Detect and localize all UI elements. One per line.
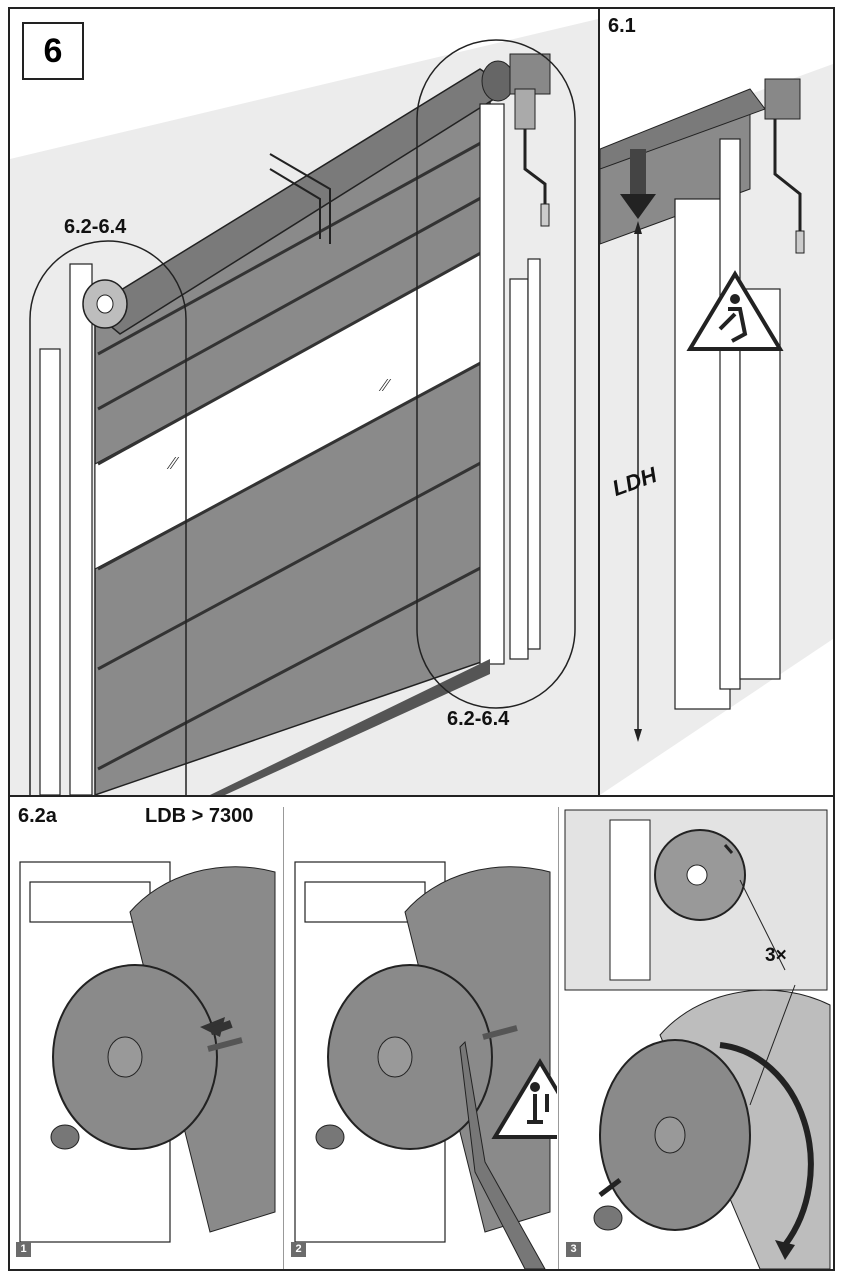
left-side-frame (39, 263, 93, 795)
push-arrow-icon (620, 149, 656, 219)
substep-2: 2 (285, 832, 557, 1269)
panel-main-door: ⁄⁄ ⁄⁄ 6 6.2-6.4 6.2-6.4 (10, 9, 598, 795)
warning-falling-object-icon (686, 270, 784, 351)
callout-right-outline (416, 39, 576, 709)
lifting-bracket (269, 153, 331, 244)
substep-divider-1 (283, 807, 284, 1269)
rotate-arrow-icon (719, 1042, 814, 1247)
panel-6-1-illustration (600, 64, 833, 795)
strap (459, 1040, 546, 1269)
panel-6-1: 6.1 LDH (600, 9, 833, 795)
horizontal-divider (8, 795, 835, 797)
warning-person-lifted-icon (491, 1058, 557, 1139)
drum-hub (377, 1036, 413, 1078)
side-frame (674, 138, 781, 710)
drive-motor (509, 53, 551, 227)
substep-number: 1 (16, 1242, 31, 1257)
substep-3-illustration (564, 809, 831, 1269)
push-arrow-icon (598, 1178, 622, 1197)
vertical-divider-top (598, 7, 600, 797)
callout-left-label: 6.2-6.4 (64, 216, 127, 238)
panel-6-2a: 6.2a LDB > 7300 1 (10, 797, 833, 1269)
drum-hub (107, 1036, 143, 1078)
callout-left-outline (29, 240, 187, 795)
substep-number: 2 (291, 1242, 306, 1257)
substep-3: 3× 3 (560, 805, 833, 1269)
drive-motor (764, 78, 805, 254)
substep-1-illustration (10, 832, 282, 1269)
shaft-bolt (593, 1205, 623, 1231)
shaft-bolt (315, 1124, 345, 1150)
substep-divider-2 (558, 807, 559, 1269)
right-side-frame (479, 103, 541, 665)
condition-label: LDB > 7300 (145, 805, 254, 827)
repeat-label: 3× (765, 945, 787, 966)
door-illustration: ⁄⁄ ⁄⁄ (10, 19, 598, 795)
stiffener-bars (97, 137, 489, 771)
shaft-bolt (50, 1124, 80, 1150)
substep-1: 1 (10, 832, 282, 1269)
substep-2-illustration (294, 861, 557, 1269)
callout-right-label: 6.2-6.4 (447, 708, 510, 730)
drum-hub (96, 294, 114, 314)
screw (482, 1025, 518, 1040)
step-number-box: 6 (22, 22, 84, 80)
section-label: 6.2a (18, 805, 57, 827)
drum-hub (654, 1116, 686, 1154)
push-arrow-icon (200, 1017, 233, 1037)
bottom-seal (210, 659, 490, 795)
substep-number: 3 (566, 1242, 581, 1257)
panel-6-1-label: 6.1 (608, 15, 636, 37)
screw (207, 1037, 243, 1052)
roller-end-right (481, 60, 515, 102)
